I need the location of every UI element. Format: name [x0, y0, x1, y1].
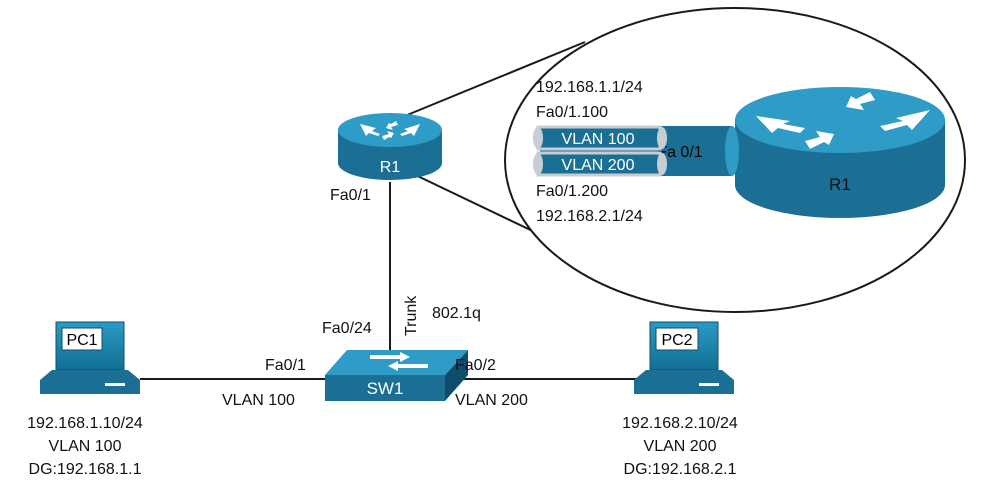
zoom-line-top: [394, 41, 586, 121]
switch-side: [445, 350, 468, 401]
zoom-sub1-if: Fa0/1.100: [536, 104, 608, 121]
interface-label: Fa 0/1: [657, 144, 702, 161]
switch-uplink-port: Fa0/24: [322, 320, 372, 337]
subif-vlan100-cap-right: [657, 127, 667, 149]
zoom-router-name: R1: [829, 175, 851, 194]
pc2-gateway: DG:192.168.2.1: [624, 461, 737, 478]
pc1-name-box: [61, 327, 103, 351]
zoom-sub2-if: Fa0/1.200: [536, 183, 608, 200]
router-name: R1: [380, 159, 401, 176]
pc2-name: PC2: [661, 332, 692, 349]
switch-left-vlan: VLAN 100: [222, 392, 295, 409]
zoom-router-top: [735, 87, 945, 153]
pc1-ip: 192.168.1.10/24: [27, 415, 143, 432]
trunk-protocol-label: 802.1q: [432, 305, 481, 322]
pc2-base: [634, 370, 734, 394]
subif-vlan200-label: VLAN 200: [562, 157, 635, 174]
interface-tube-end: [725, 126, 739, 176]
zoom-sub1-ip: 192.168.1.1/24: [536, 79, 643, 96]
router-port-label: Fa0/1: [330, 187, 371, 204]
zoom-router-arrows-icon: [756, 92, 930, 149]
switch-sw1[interactable]: SW1: [325, 350, 468, 401]
trunk-label: Trunk: [403, 295, 420, 336]
subif-vlan100-cap-left: [533, 127, 543, 149]
pc1-drive-slot: [105, 383, 125, 386]
links: [140, 182, 640, 380]
subif-vlan200-cap-left: [533, 153, 543, 175]
pc1-base: [40, 370, 140, 394]
router-r1[interactable]: R1: [338, 113, 442, 180]
pc2-vlan: VLAN 200: [644, 438, 717, 455]
pc1-name: PC1: [66, 332, 97, 349]
subif-vlan100-label: VLAN 100: [562, 131, 635, 148]
pc2-name-box: [655, 327, 699, 351]
zoom-router: R1: [735, 87, 945, 218]
pc2-ip: 192.168.2.10/24: [622, 415, 738, 432]
switch-front: [325, 375, 445, 401]
zoom-interface: Fa 0/1 VLAN 100 VLAN 200: [533, 125, 739, 177]
pc1-gateway: DG:192.168.1.1: [29, 461, 142, 478]
pc1-vlan: VLAN 100: [49, 438, 122, 455]
router-top: [338, 113, 442, 147]
switch-name: SW1: [367, 379, 404, 398]
pc2-drive-slot: [699, 383, 719, 386]
switch-right-port: Fa0/2: [455, 357, 496, 374]
router-arrows-icon: [360, 121, 420, 140]
switch-arrows-icon: [370, 352, 428, 371]
zoom-sub2-ip: 192.168.2.1/24: [536, 208, 643, 225]
subif-vlan200-cap-right: [657, 153, 667, 175]
pc1[interactable]: PC1: [40, 321, 140, 394]
switch-right-vlan: VLAN 200: [455, 392, 528, 409]
switch-left-port: Fa0/1: [265, 357, 306, 374]
pc2[interactable]: PC2: [634, 321, 734, 394]
